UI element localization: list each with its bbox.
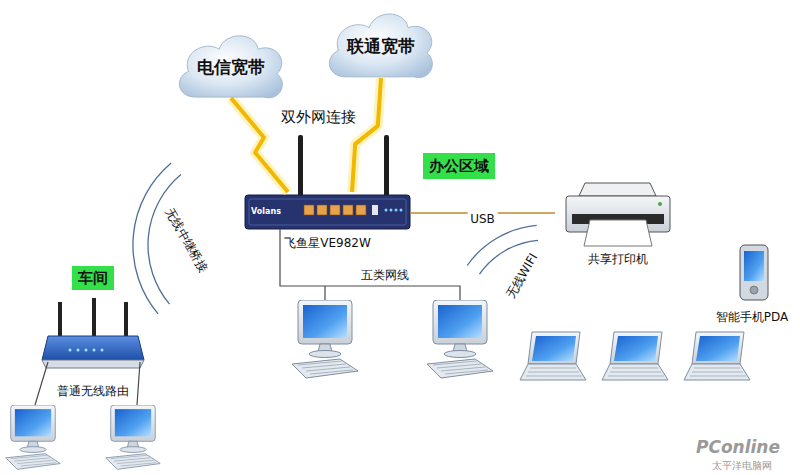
area-tag: 办公区域 [423,153,495,179]
bridge-label: 无线中继桥接 [161,203,211,276]
printer-device: 共享打印机 [555,178,680,268]
cat5-cable [280,229,460,302]
wifi-label: 无线WIFI [502,249,541,303]
bolt-glow [352,78,381,192]
laptop [520,332,586,380]
desktop-pc [427,300,493,378]
desktop-pc [292,300,358,378]
wireless-router [42,298,144,368]
device-label: 普通无线路由 [57,384,129,398]
link-caption: 双外网连接 [279,108,358,126]
area-label: 车间 [78,269,108,287]
desktop-pc [6,405,60,469]
bridge-arcs [133,163,181,314]
cloud: 电信宽带 [172,28,290,106]
router-ports [304,205,366,215]
watermark: 太平洋电脑网 [710,460,774,472]
device-label: 共享打印机 [588,252,648,266]
wireless-router-device: 普通无线路由 [36,298,150,400]
cable-label: 五类网线 [359,268,411,282]
connector-label: USB [467,212,498,226]
area-label: 办公区域 [429,157,489,175]
watermark: PConline [694,437,782,457]
router-panel [249,199,406,225]
device-label: 智能手机PDA [716,310,788,324]
cloud-label: 联通宽带 [347,36,415,56]
printer [566,183,670,246]
laptop [602,332,668,380]
internet-link [352,78,381,192]
desktop-pc [106,405,160,469]
antenna [298,135,303,197]
router-switch [372,205,378,215]
device-label: 飞鱼星VE982W [284,236,371,250]
router-leds [385,209,403,212]
laptop [684,332,750,380]
cloud-label: 电信宽带 [197,57,265,77]
phone-device: 智能手机PDA [711,240,793,326]
area-tag: 车间 [72,266,114,290]
brand-mark: Volans [249,207,283,217]
antenna [384,135,389,197]
workshop-cable [35,362,140,405]
router-body [245,195,410,229]
router-device: 飞鱼星VE982W [245,190,410,252]
cloud: 联通宽带 [322,6,440,86]
pda-phone [740,245,768,300]
